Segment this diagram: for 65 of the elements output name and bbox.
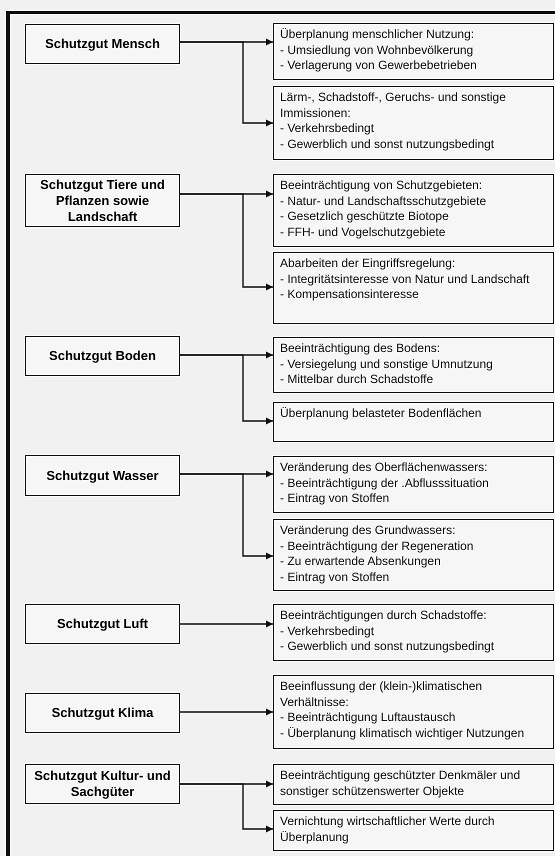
impact-box (273, 337, 554, 393)
category-box (25, 604, 180, 644)
category-box (25, 174, 180, 227)
impact-heading: Vernichtung wirtschaftlicher Werte durch Überplanung (280, 814, 496, 845)
impact-box (273, 810, 554, 851)
list-item: - Integritätsinteresse von Natur und Landschaft (280, 272, 530, 287)
impact-heading: Überplanung belasteter Bodenflächen (280, 406, 482, 422)
category-label: Schutzgut Wasser (46, 468, 159, 484)
arrow (180, 708, 273, 716)
impact-box (273, 402, 554, 442)
impact-heading: Überplanung menschlicher Nutzung: (280, 27, 476, 42)
arrow (180, 354, 273, 424)
list-item: - FFH- und Vogelschutzgebiete (280, 224, 446, 240)
list-item: - Verkehrsbedingt (280, 624, 376, 639)
category-label: Schutzgut Tiere und Pflanzen sowie Landschaft (39, 176, 166, 224)
list-item: - Beeinträchtigung Luftaustausch (280, 710, 456, 726)
impact-box (273, 86, 554, 160)
category-label: Schutzgut Klima (52, 705, 154, 721)
impact-box (273, 519, 554, 591)
list-item: - Natur- und Landschaftsschutzgebiete (280, 194, 488, 209)
list-item: - Gesetzlich geschützte Biotope (280, 209, 450, 224)
list-item: - Eintrag von Stoffen (280, 570, 390, 585)
arrow (180, 41, 273, 126)
impact-heading: Veränderung des Oberflächenwassers: (280, 460, 488, 476)
impact-box (273, 456, 554, 513)
category-label: Schutzgut Kultur- und Sachgüter (33, 768, 172, 800)
list-item: - Verlagerung von Gewerbebetrieben (280, 58, 478, 74)
category-box (25, 455, 180, 496)
impact-heading: Beeinträchtigung von Schutzgebieten: (280, 178, 484, 194)
arrow (180, 620, 273, 628)
arrow (180, 473, 273, 560)
category-box (25, 764, 180, 804)
list-item: - Überplanung klimatisch wichtiger Nutzungen (280, 726, 526, 741)
impact-box (273, 675, 554, 749)
impact-box (273, 252, 554, 324)
impact-heading: Veränderung des Grundwassers: (280, 523, 456, 538)
impact-heading: Abarbeiten der Eingriffsregelung: (280, 256, 456, 272)
arrow (180, 193, 273, 290)
list-item: - Eintrag von Stoffen (280, 491, 390, 506)
category-label: Schutzgut Luft (57, 616, 148, 632)
list-item: - Verkehrsbedingt (280, 121, 376, 136)
list-item: - Zu erwartende Absenkungen (280, 554, 442, 570)
impact-box (273, 23, 554, 80)
list-item: - Gewerblich und sonst nutzungsbedingt (280, 639, 496, 654)
list-item: - Kompensationsinteresse (280, 287, 420, 302)
list-item: - Gewerblich und sonst nutzungsbedingt (280, 136, 496, 152)
list-item: - Umsiedlung von Wohnbevölkerung (280, 42, 474, 58)
category-label: Schutzgut Boden (49, 348, 156, 364)
category-box (25, 693, 180, 733)
list-item: - Beeinträchtigung der .Abflusssituation (280, 476, 490, 491)
list-item: - Mittelbar durch Schadstoffe (280, 372, 434, 388)
impact-box (273, 764, 554, 805)
impact-heading: Beeinträchtigung des Bodens: (280, 341, 442, 356)
list-item: - Beeinträchtigung der Regeneration (280, 538, 474, 554)
category-box (25, 24, 180, 64)
list-item: - Versiegelung und sonstige Umnutzung (280, 356, 494, 372)
impact-box (273, 174, 554, 247)
impact-heading: Lärm-, Schadstoff-, Geruchs- und sonstige Immissionen: (280, 90, 507, 121)
category-box (25, 336, 180, 376)
impact-heading: Beeinträchtigung geschützter Denkmäler und sonstiger schützenswerter Objekte (280, 768, 522, 799)
impact-heading: Beeinträchtigungen durch Schadstoffe: (280, 608, 488, 624)
arrow (180, 783, 273, 832)
impact-heading: Beeinflussung der (klein-)klimatischen Verhältnisse: (280, 679, 484, 710)
category-label: Schutzgut Mensch (45, 36, 160, 52)
impact-box (273, 604, 554, 661)
